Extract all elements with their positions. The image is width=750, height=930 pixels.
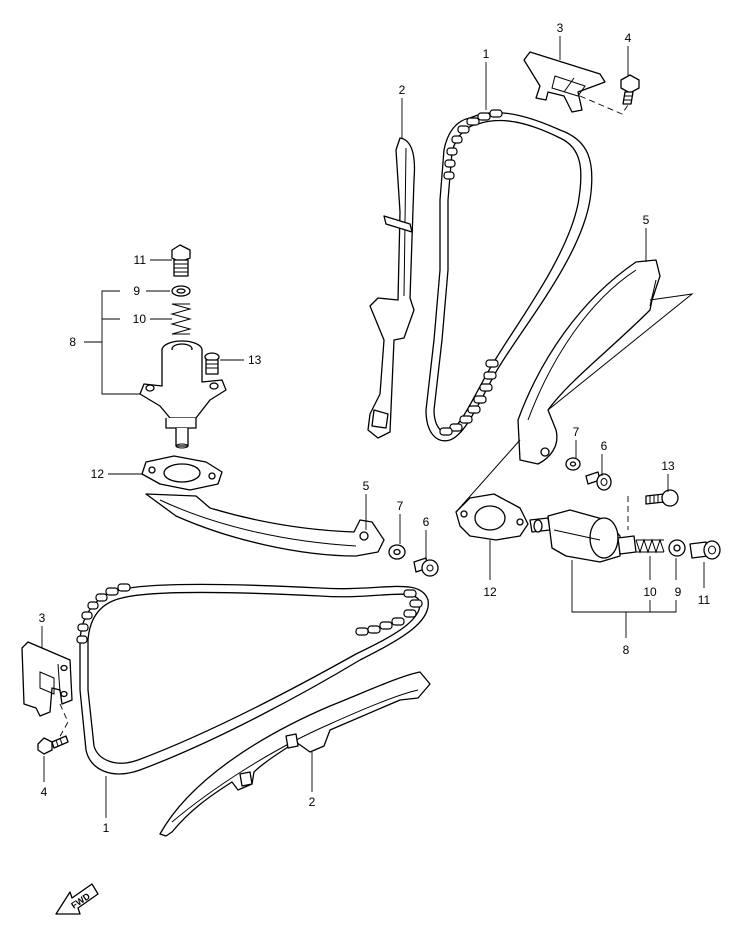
cam-chain-tensioner-right (529, 509, 637, 563)
spring-washer-right (668, 539, 686, 557)
tensioner-cap-bolt-left (171, 244, 191, 277)
callout-4-upper: 4 (625, 31, 632, 45)
spring-washer-left (171, 285, 191, 297)
callout-12-right: 12 (483, 585, 497, 599)
tensioner-gasket-right (455, 439, 529, 541)
cam-chain-upper (425, 109, 593, 442)
washer-lower (388, 544, 406, 560)
chain-links-upper-top (443, 109, 503, 180)
callout-6-upper: 6 (601, 439, 608, 453)
chain-links-upper-bottom (439, 359, 499, 436)
forward-arrow-icon: FWD (55, 883, 99, 915)
callout-10-right: 10 (643, 585, 657, 599)
callout-10-left: 10 (133, 312, 147, 326)
callout-7-lower: 7 (397, 499, 404, 513)
callout-1-upper: 1 (483, 47, 490, 61)
callout-7-upper: 7 (573, 425, 580, 439)
callout-3-upper: 3 (557, 21, 564, 35)
chain-guide-bracket-lower (21, 641, 73, 717)
callout-3-lower: 3 (39, 611, 46, 625)
callout-11-left: 11 (134, 253, 147, 267)
callout-labels: 1 2 3 4 5 6 7 8 9 10 11 12 13 5 7 6 7 6 … (39, 21, 711, 835)
callout-13-left: 13 (248, 353, 262, 367)
callout-2-lower: 2 (309, 795, 316, 809)
chain-tensioner-guide-lower (159, 671, 431, 837)
callout-11-right: 11 (698, 593, 711, 607)
callout-2-upper: 2 (399, 83, 406, 97)
tensioner-spring-right (635, 538, 665, 554)
callout-13-right: 13 (661, 459, 675, 473)
callout-12-left: 12 (91, 467, 105, 481)
callout-6-lower: 6 (423, 515, 430, 529)
tensioner-bolt-left (204, 352, 220, 375)
callout-5-upper: 5 (643, 213, 650, 227)
bolt-lower (37, 735, 69, 755)
callout-5-lower: 5 (363, 479, 370, 493)
callout-9-right: 9 (675, 585, 682, 599)
tensioner-spring-left (170, 303, 192, 335)
guide-bolt-lower (413, 557, 439, 577)
cam-chain-tensioner-left (139, 340, 227, 449)
chain-links-lower-right (355, 589, 423, 636)
washer-upper (565, 457, 581, 471)
chain-guide-bracket-upper (523, 51, 606, 113)
leader-lines (41, 36, 705, 818)
bolt-upper (620, 74, 640, 105)
tensioner-bolt-right (627, 489, 679, 530)
chain-tensioner-guide-upper (367, 137, 416, 439)
callout-4-lower: 4 (41, 785, 48, 799)
chain-guide-lower (145, 493, 385, 557)
tensioner-cap-bolt-right (689, 540, 721, 560)
guide-bolt-upper (585, 471, 612, 491)
callout-8-right: 8 (623, 643, 630, 657)
tensioner-gasket-left (141, 455, 223, 491)
callout-1-lower: 1 (103, 821, 110, 835)
callout-8-left: 8 (69, 335, 76, 349)
callout-9-left: 9 (133, 284, 140, 298)
cam-chain-lower (76, 583, 429, 775)
chain-links-lower-left (76, 583, 131, 644)
chain-guide-upper (517, 259, 694, 465)
